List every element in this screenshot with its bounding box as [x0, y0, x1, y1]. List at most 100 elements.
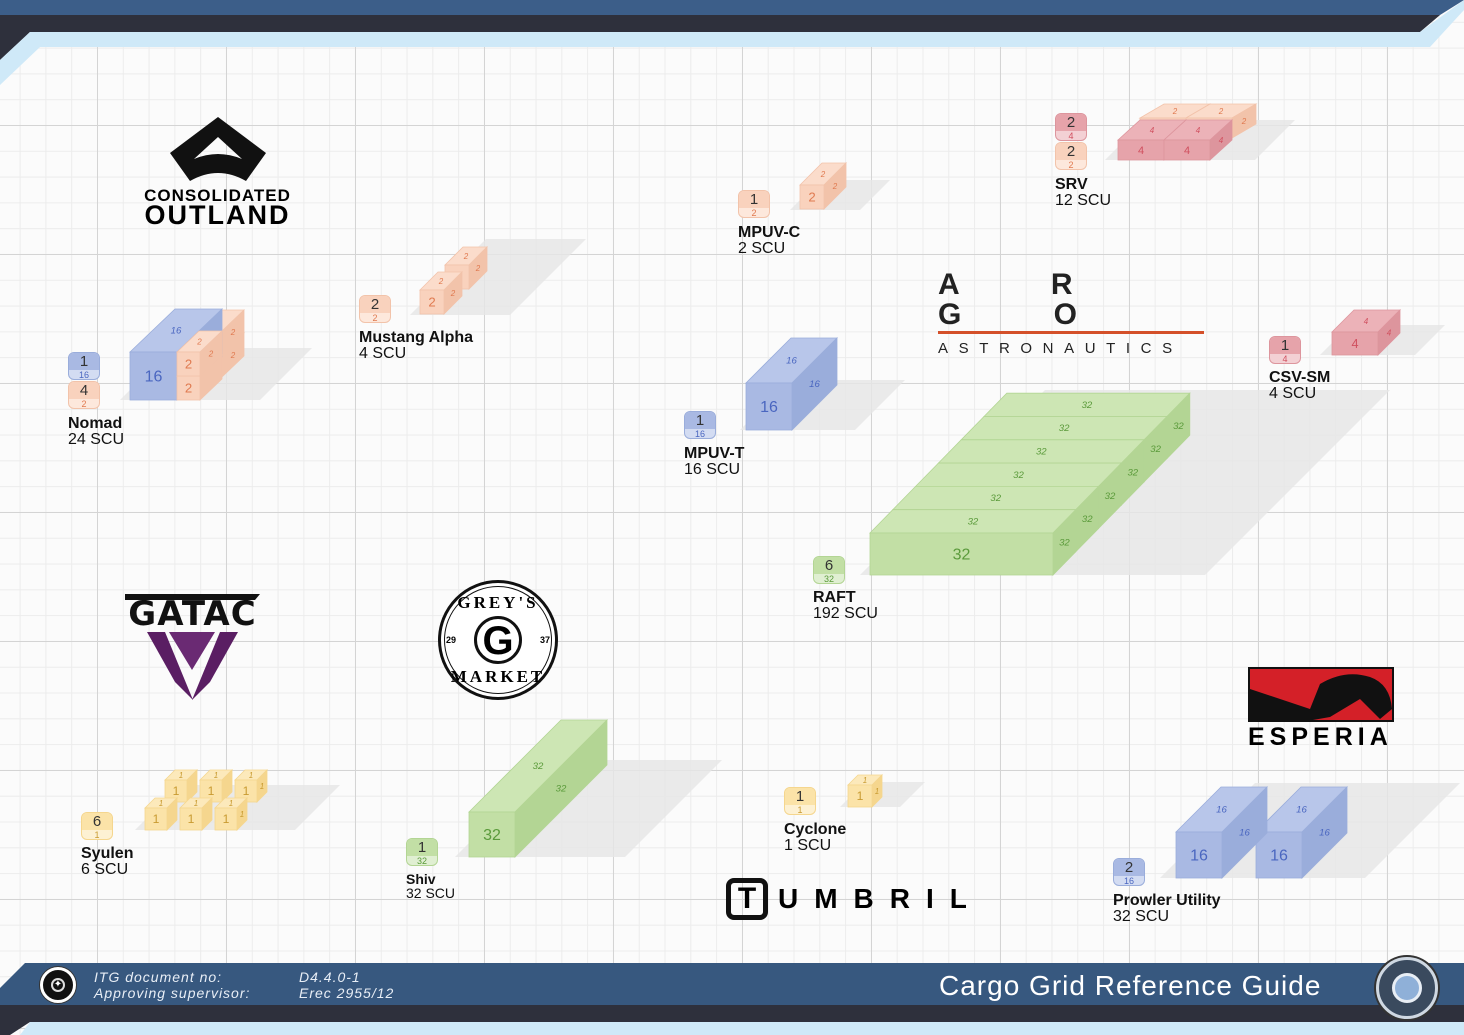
box-size-label: 1	[208, 784, 215, 798]
box-top-label: 16	[171, 326, 182, 337]
box-top-label: 32	[1059, 423, 1070, 434]
cargo-box	[234, 769, 268, 803]
box-side-label: 1	[240, 810, 244, 819]
box-top-label: 2	[438, 277, 444, 286]
ship-name: SRV	[1055, 176, 1088, 193]
box-side-label: 2	[475, 264, 481, 273]
box-side-label: 16	[809, 379, 820, 390]
co-diamond-icon	[169, 117, 266, 181]
navy-seal-icon: ✦	[40, 967, 76, 1003]
ship-capacity: 12 SCU	[1055, 192, 1112, 209]
box-size-label: 32	[953, 547, 971, 564]
box-top-label: 32	[1082, 400, 1093, 411]
badge-size: 32	[416, 856, 427, 866]
ship-name: Shiv	[406, 871, 436, 887]
badge-size: 2	[81, 399, 87, 409]
box-side-label: 32	[1173, 421, 1184, 432]
ship-capacity: 4 SCU	[359, 345, 407, 362]
cargo-box	[214, 797, 248, 831]
argo-logo: A R G O ASTRONAUTICS	[938, 270, 1208, 357]
box-top-label: 32	[990, 493, 1001, 504]
box-size-label: 32	[483, 827, 501, 844]
box-size-label: 4	[1184, 145, 1190, 157]
box-side-label: 2	[230, 351, 236, 360]
box-top-label: 2	[196, 338, 202, 347]
cargo-box	[1255, 786, 1348, 879]
badge-count: 2	[1114, 859, 1144, 876]
ship-name: MPUV-C	[738, 224, 801, 241]
box-size-label: 4	[1138, 145, 1144, 157]
badge-count: 2	[1056, 114, 1086, 131]
box-side-label: 32	[1082, 514, 1093, 525]
ship-name: CSV-SM	[1269, 369, 1331, 386]
ship-capacity: 1 SCU	[784, 837, 832, 854]
ship-capacity: 16 SCU	[684, 461, 741, 478]
ship-capacity: 6 SCU	[81, 861, 129, 878]
itg-seal-icon	[1376, 957, 1438, 1019]
box-top-label: 1	[179, 771, 183, 780]
box-size-label: 2	[185, 381, 192, 396]
box-size-label: 1	[223, 812, 230, 826]
greys-market-logo: GREY'S MARKET G 29 37	[438, 580, 558, 700]
badge-size: 16	[78, 370, 89, 380]
gatac-logo: GATAC	[125, 592, 260, 702]
ship-capacity: 32 SCU	[406, 885, 456, 901]
badge-size: 2	[1068, 160, 1074, 170]
badge-count: 4	[69, 382, 99, 399]
badge-size: 2	[751, 208, 757, 218]
badge-size: 1	[94, 830, 100, 840]
cargo-grid-srv	[1105, 103, 1295, 161]
box-side-label: 4	[1219, 136, 1224, 145]
box-size-label: 1	[857, 789, 864, 803]
box-size-label: 16	[1190, 848, 1208, 865]
ship-capacity: 4 SCU	[1269, 385, 1317, 402]
badge-size: 2	[372, 313, 378, 323]
box-top-label: 2	[1218, 107, 1224, 116]
box-size-label: 2	[428, 295, 435, 310]
footer-band	[0, 963, 1464, 1035]
cargo-box	[799, 162, 847, 210]
box-top-label: 4	[1196, 126, 1201, 135]
cargo-box	[869, 508, 1077, 576]
header-band	[0, 0, 1464, 85]
box-top-label: 4	[1150, 126, 1155, 135]
ship-capacity: 192 SCU	[813, 605, 878, 622]
box-side-label: 16	[1319, 828, 1330, 839]
box-top-label: 2	[1172, 107, 1178, 116]
box-side-label: 32	[1127, 467, 1138, 478]
cargo-box	[1175, 786, 1268, 879]
cargo-box	[1331, 309, 1401, 356]
badge-size: 1	[797, 805, 803, 815]
box-size-label: 16	[1270, 848, 1288, 865]
box-side-label: 2	[450, 289, 456, 298]
cargo-grid-raft	[860, 390, 1390, 576]
cargo-grid-mpuvt	[740, 337, 905, 431]
box-top-label: 4	[1364, 317, 1369, 326]
cargo-box	[468, 719, 608, 858]
cargo-box	[444, 246, 488, 290]
cargo-grid-mpuvc	[790, 162, 890, 210]
supervisor-value: Erec 2955/12	[299, 985, 395, 1001]
doc-value: D4.4.0-1	[299, 969, 361, 985]
box-size-label: 1	[173, 784, 180, 798]
box-size-label: 1	[153, 812, 160, 826]
esperia-logo: ESPERIA	[1248, 667, 1394, 752]
box-geometry-layer	[120, 103, 1460, 879]
